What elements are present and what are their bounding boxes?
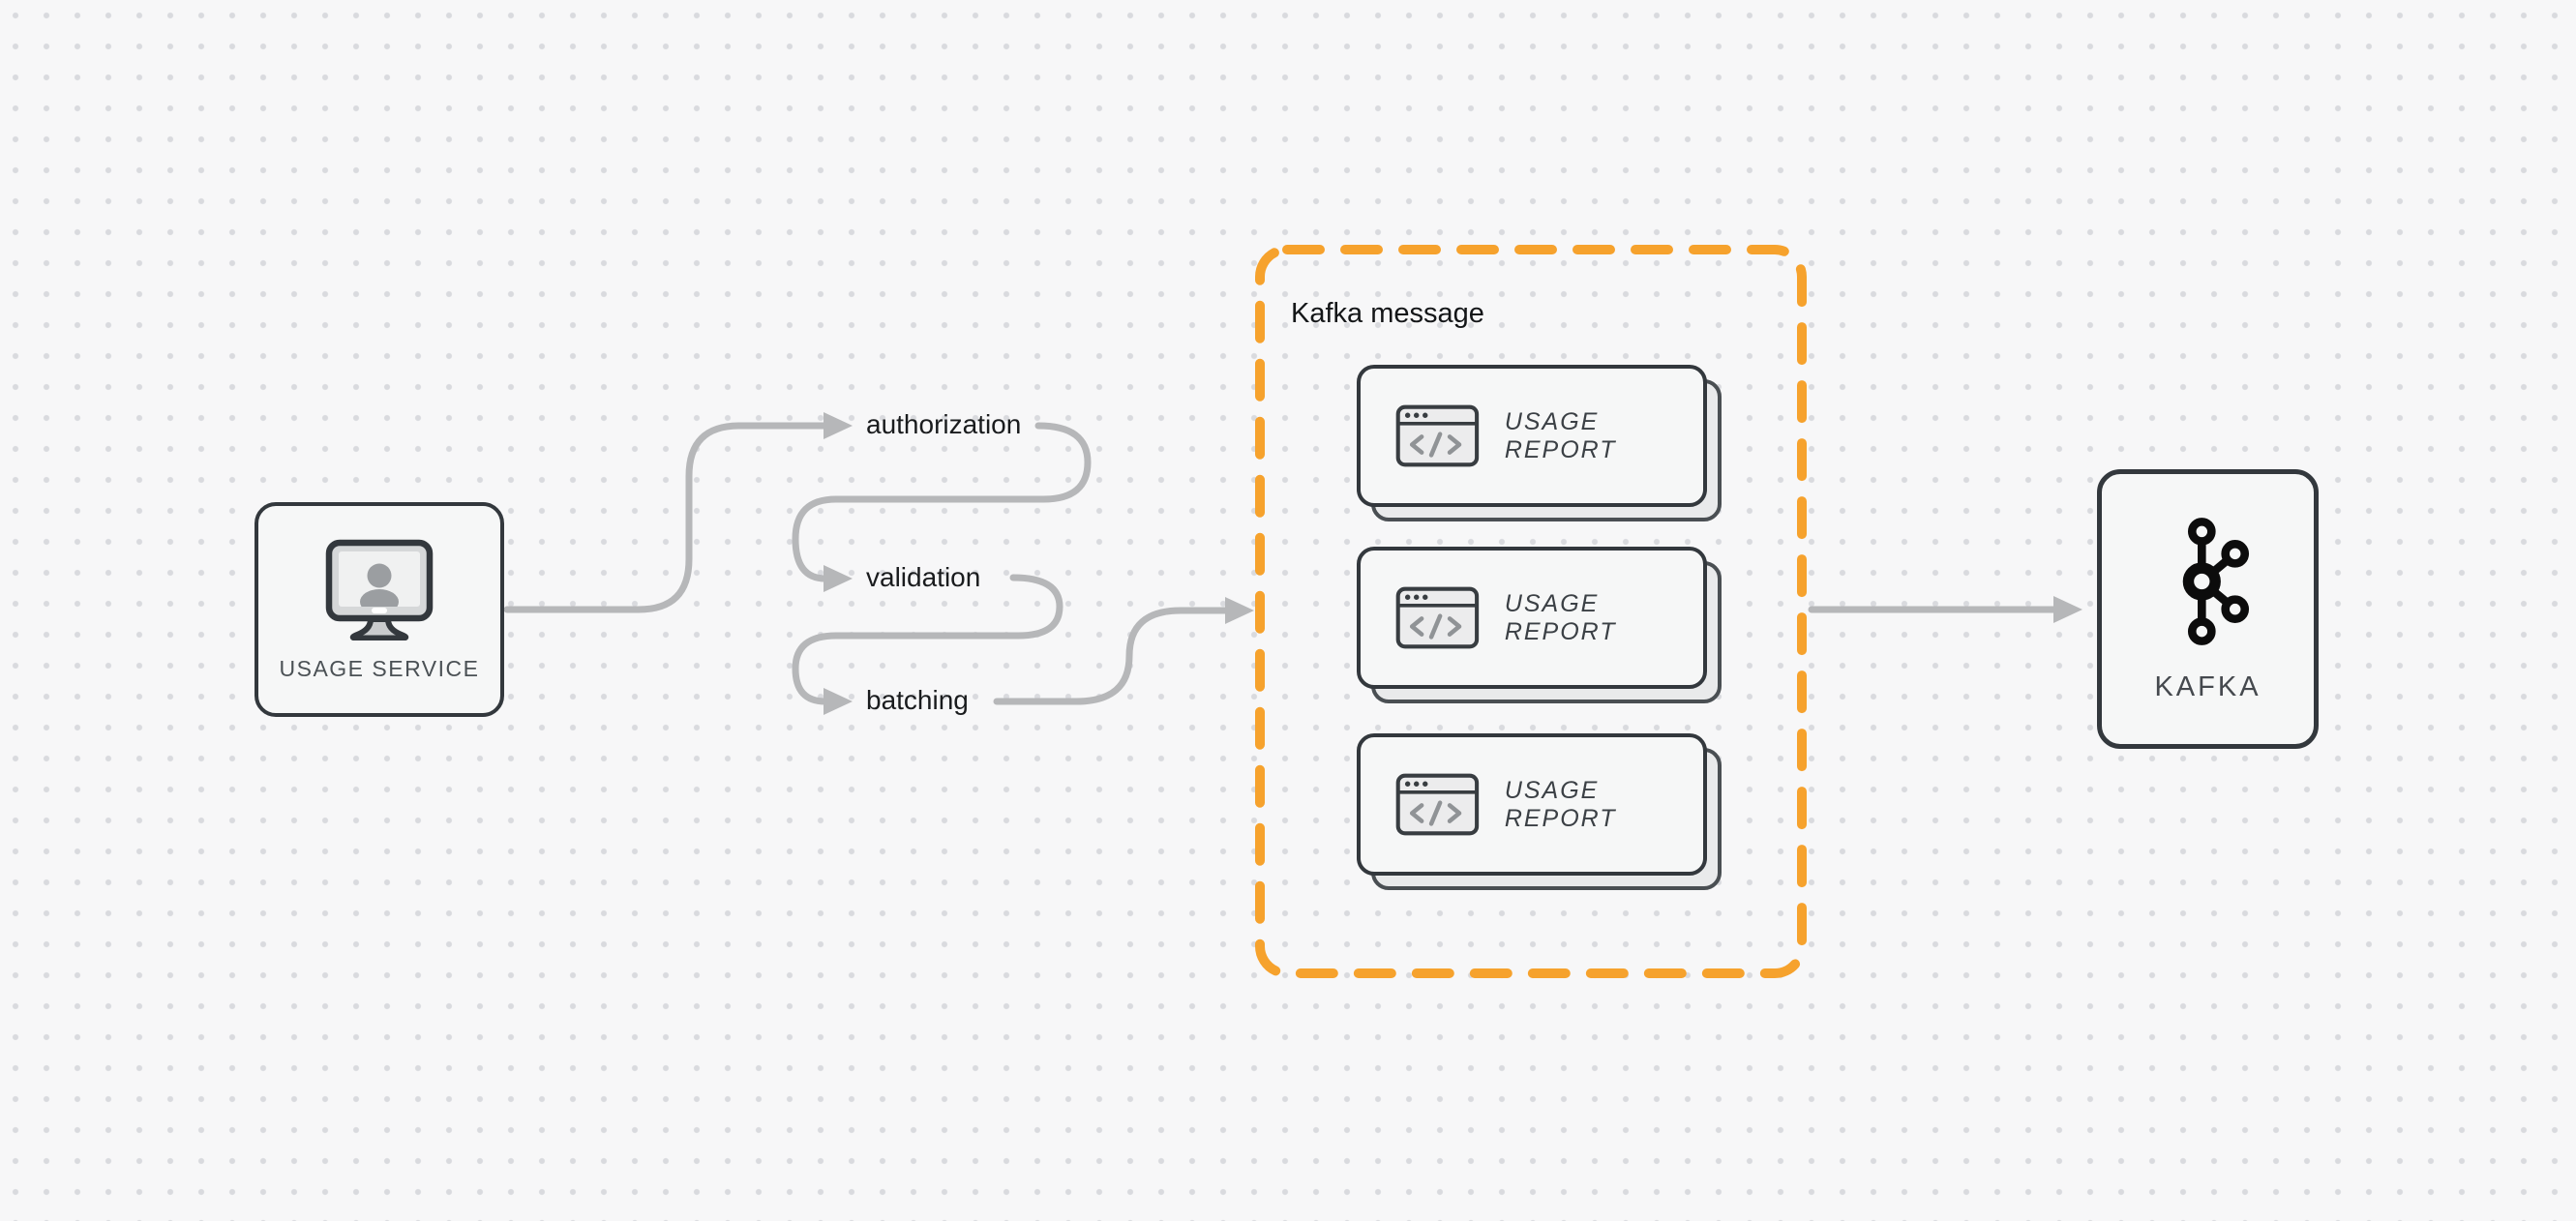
arrow-authorization-to-validation [792, 422, 1092, 582]
code-window-icon [1395, 773, 1480, 836]
arrow-validation-to-batching [792, 574, 1063, 705]
kafka-node: KAFKA [2097, 469, 2319, 749]
usage-report-card: USAGE REPORT [1357, 733, 1722, 890]
card-front: USAGE REPORT [1357, 733, 1707, 876]
arrowhead-kafka [2053, 596, 2082, 623]
usage-service-label: USAGE SERVICE [279, 655, 480, 681]
usage-report-label: USAGE REPORT [1504, 776, 1617, 832]
arrowhead-authorization [824, 412, 853, 439]
usage-report-label: USAGE REPORT [1504, 589, 1617, 645]
arrowhead-batching [824, 688, 853, 715]
usage-report-label: USAGE REPORT [1504, 407, 1617, 463]
arrowhead-kafka-message [1225, 597, 1254, 624]
usage-report-card: USAGE REPORT [1357, 365, 1722, 521]
step-label-authorization: authorization [866, 409, 1022, 439]
card-front: USAGE REPORT [1357, 547, 1707, 689]
card-front: USAGE REPORT [1357, 365, 1707, 507]
code-window-icon [1395, 404, 1480, 467]
step-label-validation: validation [866, 562, 981, 592]
usage-report-card: USAGE REPORT [1357, 547, 1722, 703]
monitor-user-icon [325, 539, 434, 640]
arrow-batching-to-kafka-message [993, 607, 1231, 705]
kafka-message-dashed-border [1255, 245, 1807, 978]
usage-service-node: USAGE SERVICE [255, 502, 504, 717]
kafka-logo-icon [2182, 518, 2249, 645]
arrow-usage-to-authorization [503, 422, 829, 613]
kafka-message-group-title: Kafka message [1291, 298, 1484, 329]
code-window-icon [1395, 586, 1480, 649]
step-label-batching: batching [866, 685, 969, 715]
kafka-label: KAFKA [2154, 671, 2261, 702]
arrowhead-validation [824, 565, 853, 592]
